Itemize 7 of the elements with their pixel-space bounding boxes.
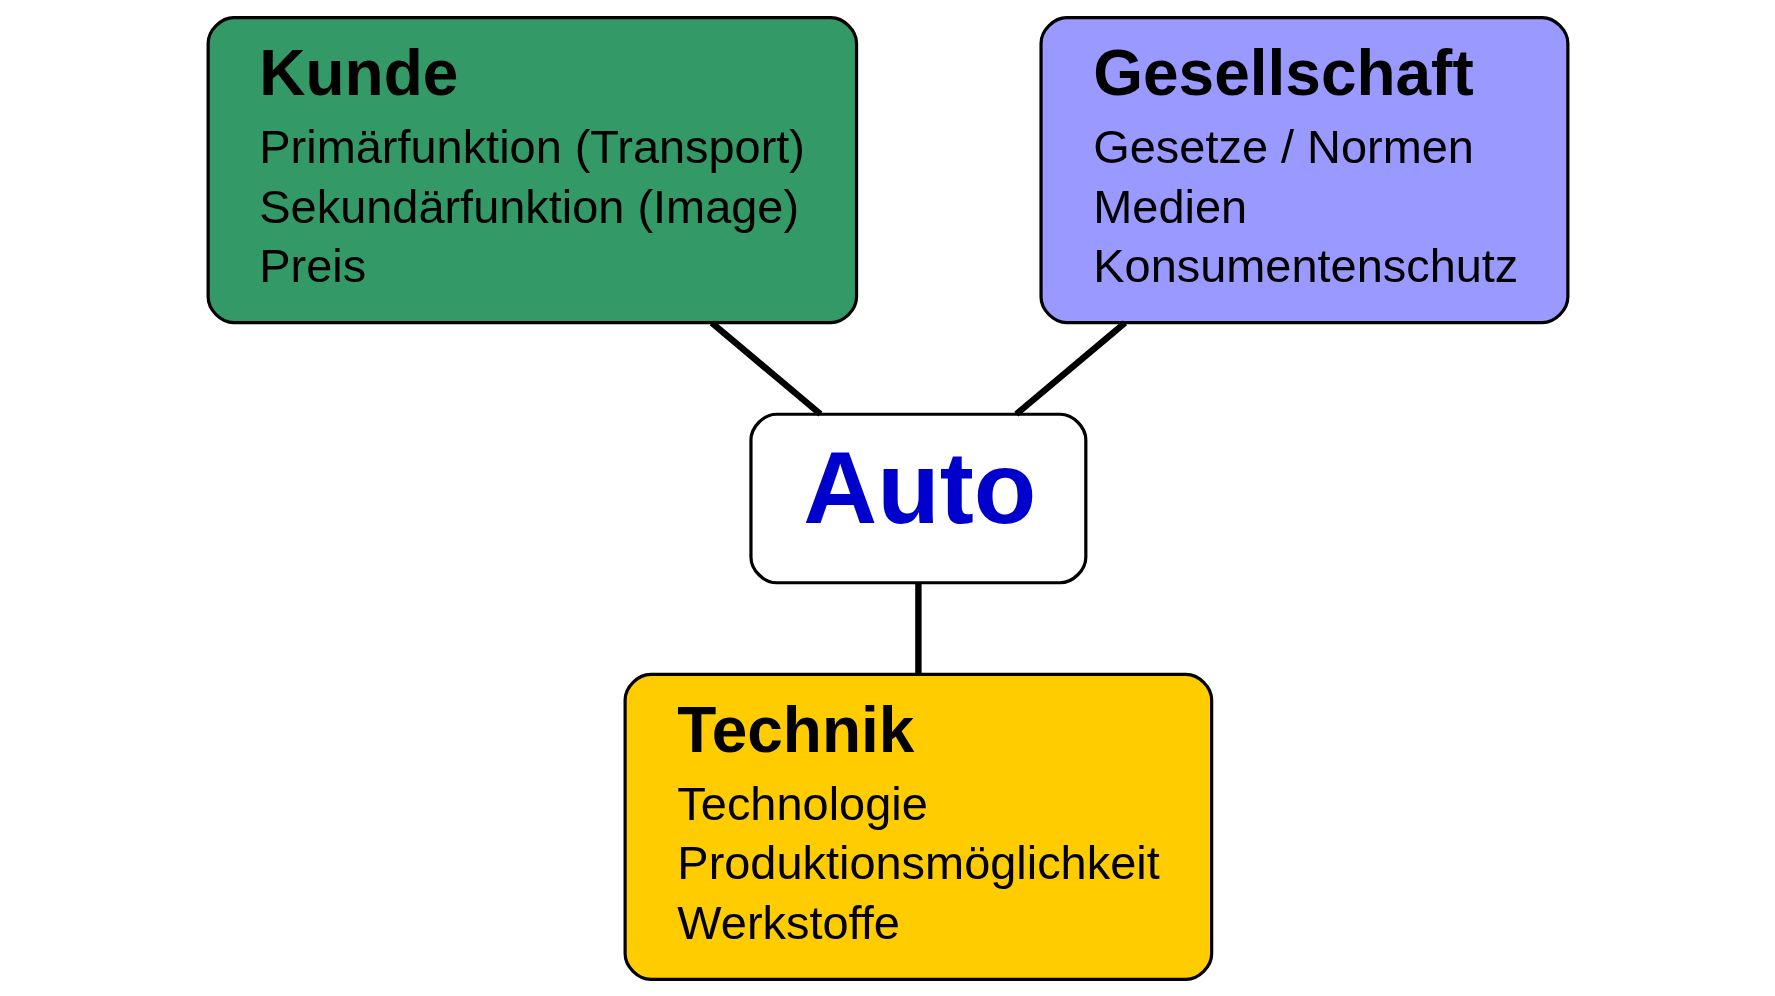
node-box: Technik Technologie Produktionsmöglichkeit Werkstoffe bbox=[623, 672, 1213, 981]
node-box: Auto bbox=[748, 412, 1087, 584]
connector bbox=[914, 582, 922, 674]
connector bbox=[709, 319, 822, 417]
node-box: Gesellschaft Gesetze / Normen Medien Konsumentenschutz bbox=[1038, 15, 1569, 324]
connector bbox=[1013, 319, 1127, 417]
node-box: Kunde Primärfunktion (Transport) Sekundärfunktion (Image) Preis bbox=[206, 15, 858, 324]
